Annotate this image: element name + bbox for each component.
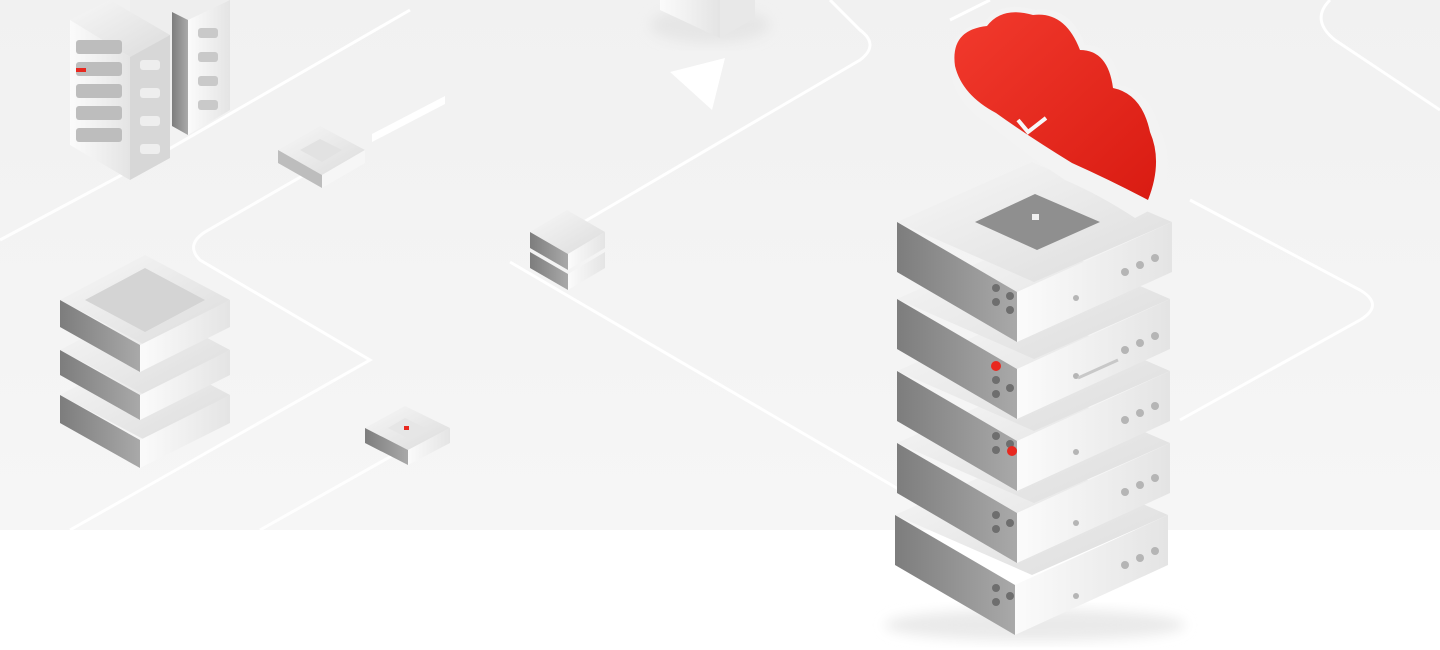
cloud-icon <box>949 6 1168 218</box>
background-band <box>0 0 1440 530</box>
status-led <box>76 68 86 72</box>
status-led <box>991 361 1001 371</box>
server-rack <box>70 0 170 180</box>
cursor-arrow <box>670 58 725 110</box>
connection-lines <box>0 0 1440 530</box>
network-device <box>365 406 450 465</box>
status-led <box>1007 446 1017 456</box>
status-led <box>404 426 409 430</box>
server-stack <box>885 162 1185 641</box>
network-device <box>278 96 445 188</box>
network-device <box>650 0 770 43</box>
server-stack <box>60 255 230 468</box>
network-device <box>530 210 605 290</box>
